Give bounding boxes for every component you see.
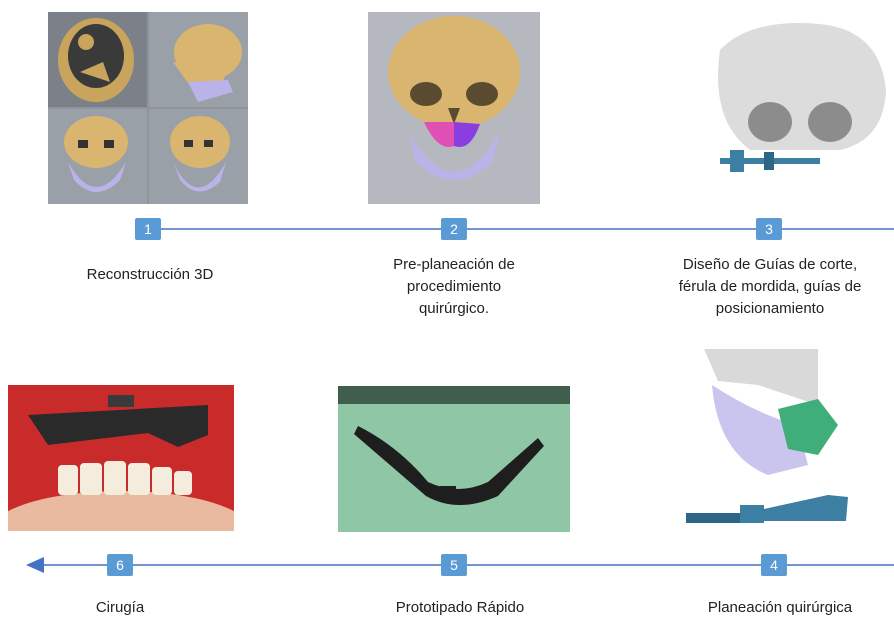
step-2-label: Pre-planeación de procedimiento quirúrgi…	[378, 254, 530, 320]
step-6-label: Cirugía	[60, 597, 180, 619]
step-6-number: 6	[107, 554, 133, 576]
step-5-image	[338, 386, 570, 532]
step-3-label: Diseño de Guías de corte, férula de mord…	[668, 254, 872, 320]
step-1-label: Reconstrucción 3D	[60, 264, 240, 286]
step-4-label: Planeación quirúrgica	[690, 597, 870, 619]
step-2-image	[368, 12, 540, 204]
step-6-image	[8, 385, 234, 531]
step-4-image	[678, 345, 894, 535]
step-1-number: 1	[135, 218, 161, 240]
step-2-number: 2	[441, 218, 467, 240]
step-3-image	[690, 10, 894, 180]
step-3-number: 3	[756, 218, 782, 240]
step-5-label: Prototipado Rápido	[370, 597, 550, 619]
step-5-number: 5	[441, 554, 467, 576]
arrow-head-icon	[26, 557, 44, 573]
step-4-number: 4	[761, 554, 787, 576]
step-1-image	[48, 12, 248, 204]
